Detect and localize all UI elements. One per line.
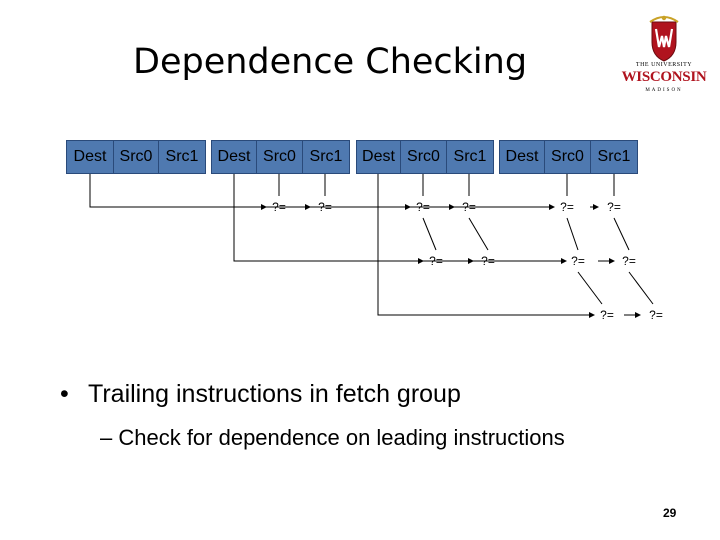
instr-3-src0: Src0 xyxy=(400,140,447,174)
instr-3-dest: Dest xyxy=(356,140,401,174)
comparator-6a: ?= xyxy=(600,308,614,322)
instr-3-src1: Src1 xyxy=(446,140,494,174)
page-number: 29 xyxy=(663,506,677,520)
comparator-5b: ?= xyxy=(622,254,636,268)
logo-line-university: THE UNIVERSITY xyxy=(635,62,693,68)
sub-bullet-item: – Check for dependence on leading instru… xyxy=(100,425,565,450)
comparator-5a: ?= xyxy=(571,254,585,268)
instr-4-dest: Dest xyxy=(499,140,545,174)
instr-1-dest: Dest xyxy=(66,140,114,174)
university-logo: THE UNIVERSITY WISCONSIN MADISON xyxy=(618,14,710,98)
comparator-3a: ?= xyxy=(560,200,574,214)
comparator-1a: ?= xyxy=(272,200,286,214)
comparator-2a: ?= xyxy=(416,200,430,214)
instr-2-src1: Src1 xyxy=(302,140,350,174)
comparator-6b: ?= xyxy=(649,308,663,322)
comparator-2b: ?= xyxy=(462,200,476,214)
logo-line-madison: MADISON xyxy=(645,88,683,93)
instr-2-dest: Dest xyxy=(211,140,257,174)
crest-icon xyxy=(649,15,679,62)
instr-2-src0: Src0 xyxy=(256,140,303,174)
bullet-dot-icon: • xyxy=(60,380,69,408)
bullet-text: Trailing instructions in fetch group xyxy=(88,380,461,408)
comparator-3b: ?= xyxy=(607,200,621,214)
instr-1-src1: Src1 xyxy=(158,140,206,174)
bullet-item: • Trailing instructions in fetch group xyxy=(60,380,461,409)
instr-4-src0: Src0 xyxy=(544,140,591,174)
instr-4-src1: Src1 xyxy=(590,140,638,174)
comparator-4b: ?= xyxy=(481,254,495,268)
comparator-4a: ?= xyxy=(429,254,443,268)
slide-title: Dependence Checking xyxy=(133,42,528,82)
instr-1-src0: Src0 xyxy=(113,140,159,174)
comparator-1b: ?= xyxy=(318,200,332,214)
logo-line-wisconsin: WISCONSIN xyxy=(621,69,707,85)
